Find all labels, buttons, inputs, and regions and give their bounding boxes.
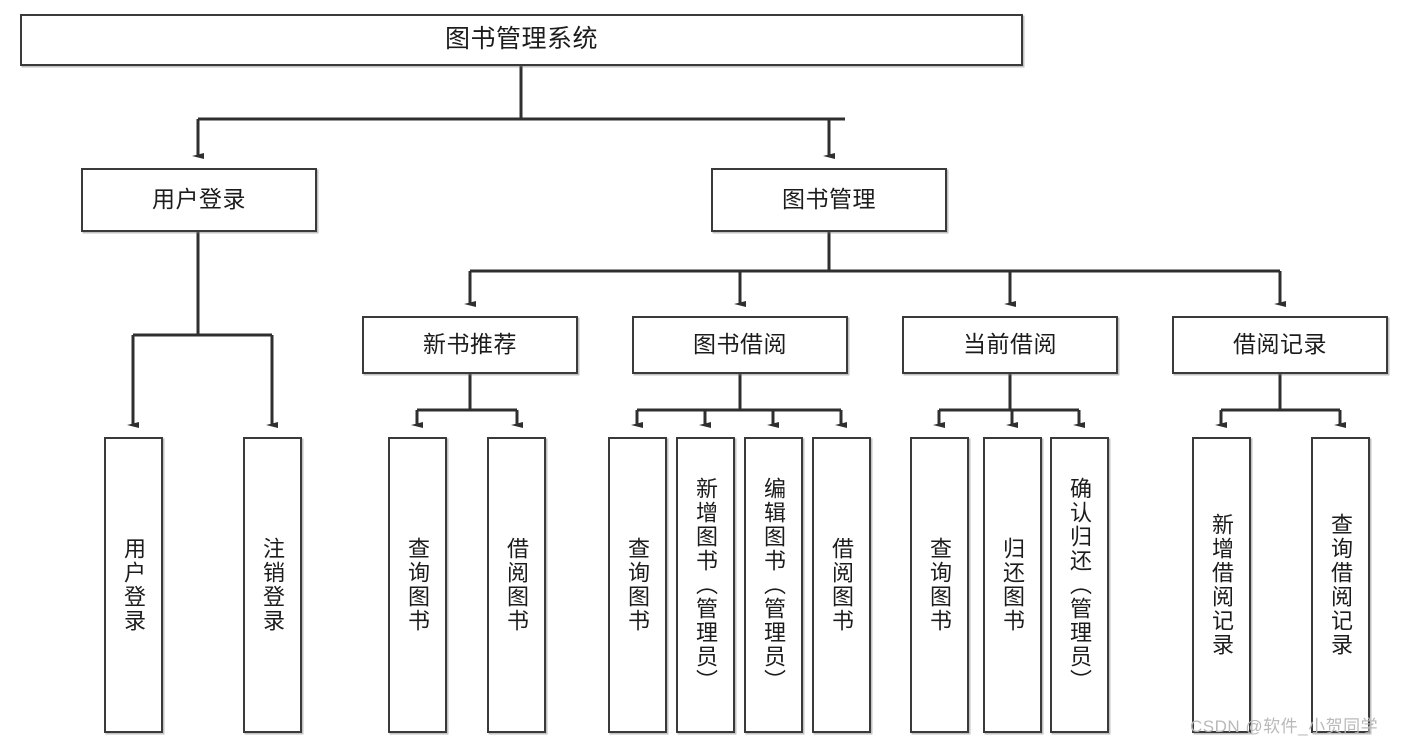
node-label: 图书借阅 (693, 331, 787, 358)
node-label: 图书管理系统 (444, 25, 598, 54)
node-label: 查询图书 (625, 537, 651, 633)
node-label: 新书推荐 (423, 331, 517, 358)
node-label: 当前借阅 (963, 331, 1057, 358)
leaf-add-book[interactable]: 新增图书（管理员） (676, 437, 735, 733)
node-new-book-recommendation[interactable]: 新书推荐 (362, 316, 578, 374)
leaf-add-borrow-record[interactable]: 新增借阅记录 (1192, 437, 1251, 733)
leaf-user-login[interactable]: 用户登录 (104, 437, 163, 733)
node-book-management[interactable]: 图书管理 (711, 168, 947, 232)
node-label: 借阅记录 (1233, 331, 1327, 358)
leaf-return-book[interactable]: 归还图书 (983, 437, 1042, 733)
node-book-borrowing[interactable]: 图书借阅 (632, 316, 848, 374)
node-label: 查询图书 (405, 537, 431, 633)
node-label: 借阅图书 (829, 537, 855, 633)
node-label: 借阅图书 (504, 537, 530, 633)
node-label: 用户登录 (121, 537, 147, 633)
node-label: 用户登录 (152, 186, 246, 213)
node-label: 注销登录 (260, 537, 286, 633)
leaf-query-book-borrow[interactable]: 查询图书 (608, 437, 667, 733)
node-label: 查询借阅记录 (1328, 513, 1354, 657)
leaf-query-book-rec[interactable]: 查询图书 (388, 437, 447, 733)
leaf-borrow-book[interactable]: 借阅图书 (812, 437, 871, 733)
node-label: 确认归还（管理员） (1067, 477, 1093, 693)
node-label: 新增借阅记录 (1209, 513, 1235, 657)
leaf-query-book-current[interactable]: 查询图书 (910, 437, 969, 733)
node-book-management-system[interactable]: 图书管理系统 (20, 14, 1023, 66)
node-label: 查询图书 (927, 537, 953, 633)
node-user-login[interactable]: 用户登录 (81, 168, 317, 232)
leaf-logout[interactable]: 注销登录 (243, 437, 302, 733)
leaf-borrow-book-rec[interactable]: 借阅图书 (487, 437, 546, 733)
node-label: 新增图书（管理员） (693, 477, 719, 693)
node-borrowing-record[interactable]: 借阅记录 (1172, 316, 1388, 374)
node-label: 图书管理 (782, 186, 876, 213)
node-label: 归还图书 (1000, 537, 1026, 633)
node-label: 编辑图书（管理员） (761, 477, 787, 693)
leaf-confirm-return[interactable]: 确认归还（管理员） (1050, 437, 1109, 733)
leaf-query-borrow-record[interactable]: 查询借阅记录 (1311, 437, 1370, 733)
node-current-borrowing[interactable]: 当前借阅 (902, 316, 1118, 374)
leaf-edit-book[interactable]: 编辑图书（管理员） (744, 437, 803, 733)
